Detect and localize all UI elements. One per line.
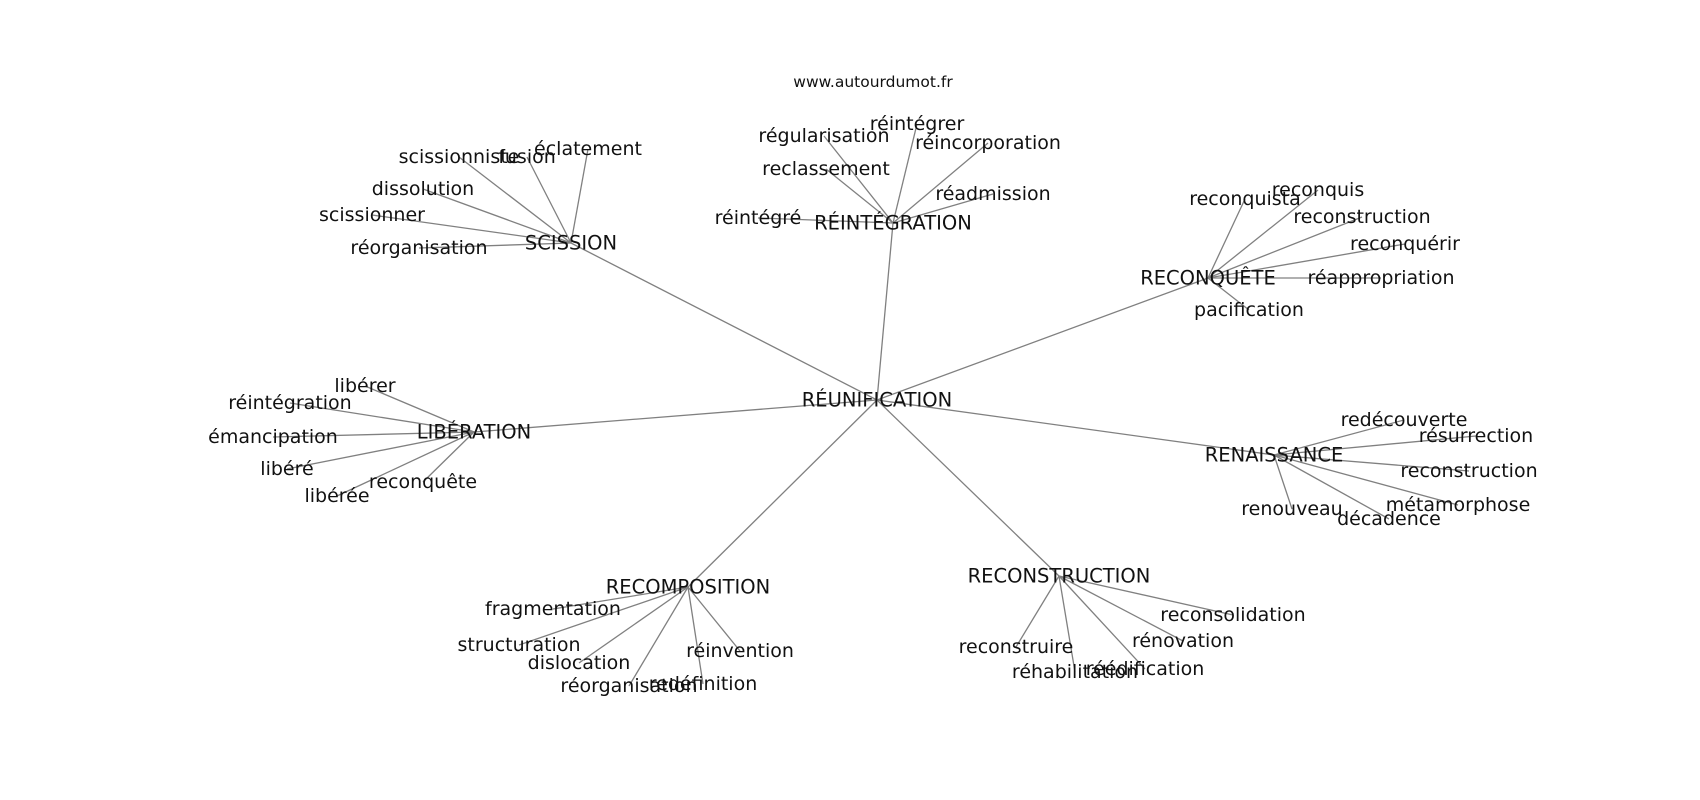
edge-liberation-emancipation xyxy=(272,431,475,438)
word-node-reincorporation[interactable]: réincorporation xyxy=(915,132,1061,154)
edge-reconquete-reconquerir xyxy=(1207,243,1406,279)
word-node-reintegrer[interactable]: réintégrer xyxy=(870,113,965,135)
edge-scission-dissolution xyxy=(422,188,572,244)
edge-reconstruction-reconsolidation xyxy=(1058,575,1234,616)
word-node-scissionner[interactable]: scissionner xyxy=(319,204,425,226)
word-node-liberer[interactable]: libérer xyxy=(334,375,395,397)
edge-liberation-reconquete xyxy=(422,431,475,483)
edge-scission-scissionner xyxy=(371,214,572,244)
hub-node-scission[interactable]: SCISSION xyxy=(525,232,617,255)
word-node-reorganisation[interactable]: réorganisation xyxy=(560,675,697,697)
word-node-regularisation[interactable]: régularisation xyxy=(758,125,889,147)
edge-reintegration-reintegrer xyxy=(892,123,918,224)
word-node-reintegre[interactable]: réintégré xyxy=(715,207,802,229)
edge-center-reconstruction xyxy=(876,399,1060,577)
edge-reintegration-regularisation xyxy=(823,135,894,224)
word-node-reconquista[interactable]: reconquista xyxy=(1189,188,1301,210)
center-node-reunification[interactable]: RÉUNIFICATION xyxy=(802,389,953,412)
word-node-libere[interactable]: libéré xyxy=(260,458,313,480)
edge-liberation-libere xyxy=(286,431,475,470)
edge-scission-scissionniste xyxy=(458,156,572,244)
word-node-readmission[interactable]: réadmission xyxy=(935,183,1050,205)
edge-reconstruction-renovation xyxy=(1058,575,1184,642)
hub-node-renaissance[interactable]: RENAISSANCE xyxy=(1205,444,1344,467)
word-node-reintegration[interactable]: réintégration xyxy=(228,392,351,414)
edge-recomposition-reorganisation xyxy=(628,586,689,687)
edge-renaissance-renouveau xyxy=(1273,454,1293,510)
word-node-resurrection[interactable]: résurrection xyxy=(1419,425,1533,447)
word-node-renouveau[interactable]: renouveau xyxy=(1241,498,1342,520)
hub-node-liberation[interactable]: LIBÉRATION xyxy=(417,421,532,444)
word-node-fragmentation[interactable]: fragmentation xyxy=(485,598,621,620)
edge-scission-eclatement xyxy=(570,148,589,244)
edge-center-scission xyxy=(570,242,878,401)
hub-node-reintegration[interactable]: RÉINTÉGRATION xyxy=(814,212,972,235)
word-node-redefinition[interactable]: redéfinition xyxy=(649,673,758,695)
edge-renaissance-metamorphose xyxy=(1273,454,1459,506)
edge-center-reintegration xyxy=(876,222,894,401)
edge-center-renaissance xyxy=(876,399,1275,456)
word-node-reclassement[interactable]: reclassement xyxy=(762,158,890,180)
word-node-redecouverte[interactable]: redécouverte xyxy=(1341,409,1468,431)
hub-node-reconstruction[interactable]: RECONSTRUCTION xyxy=(968,565,1151,588)
edge-renaissance-decadence xyxy=(1273,454,1390,520)
edge-renaissance-reconstruction xyxy=(1273,454,1470,472)
word-node-reconstruction[interactable]: reconstruction xyxy=(1400,460,1537,482)
edge-liberation-liberer xyxy=(364,385,475,433)
edge-scission-fusion xyxy=(526,156,572,244)
edge-scission-reorganisation xyxy=(418,242,572,249)
edge-center-liberation xyxy=(473,399,878,433)
edge-reintegration-reclassement xyxy=(825,168,894,224)
word-node-fusion[interactable]: fusion xyxy=(498,146,556,168)
edge-center-reconquete xyxy=(876,277,1209,401)
word-node-renovation[interactable]: rénovation xyxy=(1132,630,1234,652)
word-node-scissionniste[interactable]: scissionniste xyxy=(399,146,520,168)
edge-reconquete-reconquista xyxy=(1207,198,1246,279)
edge-reconquete-pacification xyxy=(1207,277,1250,311)
hub-node-recomposition[interactable]: RECOMPOSITION xyxy=(606,576,771,599)
word-node-reconsolidation[interactable]: reconsolidation xyxy=(1160,604,1305,626)
word-node-pacification[interactable]: pacification xyxy=(1194,299,1304,321)
edge-reintegration-readmission xyxy=(892,193,994,224)
word-node-reconquete[interactable]: reconquête xyxy=(369,471,477,493)
edge-recomposition-structuration xyxy=(518,586,689,646)
edge-center-recomposition xyxy=(687,399,878,588)
edge-reconstruction-reconstruire xyxy=(1015,575,1060,648)
word-node-dissolution[interactable]: dissolution xyxy=(372,178,474,200)
edge-reconstruction-rehabilitation xyxy=(1058,575,1076,673)
word-node-liberee[interactable]: libérée xyxy=(304,485,369,507)
word-node-reconquis[interactable]: reconquis xyxy=(1272,179,1364,201)
word-node-reconstruire[interactable]: reconstruire xyxy=(959,636,1074,658)
edge-reintegration-reintegre xyxy=(757,217,894,224)
edge-recomposition-fragmentation xyxy=(552,586,689,610)
word-node-dislocation[interactable]: dislocation xyxy=(528,652,631,674)
word-node-eclatement[interactable]: éclatement xyxy=(534,138,642,160)
edge-reconstruction-reedification xyxy=(1058,575,1146,670)
edge-recomposition-reinvention xyxy=(687,586,741,652)
word-node-emancipation[interactable]: émancipation xyxy=(208,426,338,448)
edge-renaissance-redecouverte xyxy=(1273,419,1405,456)
word-node-decadence[interactable]: décadence xyxy=(1337,508,1441,530)
word-node-structuration[interactable]: structuration xyxy=(458,634,581,656)
edge-recomposition-redefinition xyxy=(687,586,704,685)
word-node-reconquerir[interactable]: reconquérir xyxy=(1350,233,1460,255)
word-node-reappropriation[interactable]: réappropriation xyxy=(1307,267,1454,289)
hub-node-reconquete[interactable]: RECONQUÊTE xyxy=(1140,267,1276,290)
word-node-reinvention[interactable]: réinvention xyxy=(686,640,794,662)
edge-liberation-liberee xyxy=(336,431,475,497)
word-node-metamorphose[interactable]: métamorphose xyxy=(1386,494,1531,516)
edge-liberation-reintegration xyxy=(289,402,475,433)
source-url: www.autourdumot.fr xyxy=(793,73,953,91)
word-node-rehabilitation[interactable]: réhabilitation xyxy=(1012,661,1138,683)
word-node-reorganisation[interactable]: réorganisation xyxy=(350,237,487,259)
edge-reconquete-reconstruction xyxy=(1207,216,1363,279)
edge-renaissance-resurrection xyxy=(1273,435,1477,456)
edge-recomposition-dislocation xyxy=(578,586,689,664)
edge-reconquete-reconquis xyxy=(1207,189,1319,279)
word-node-reconstruction[interactable]: reconstruction xyxy=(1293,206,1430,228)
edge-reintegration-reincorporation xyxy=(892,142,989,224)
word-node-reedification[interactable]: réédification xyxy=(1086,658,1205,680)
